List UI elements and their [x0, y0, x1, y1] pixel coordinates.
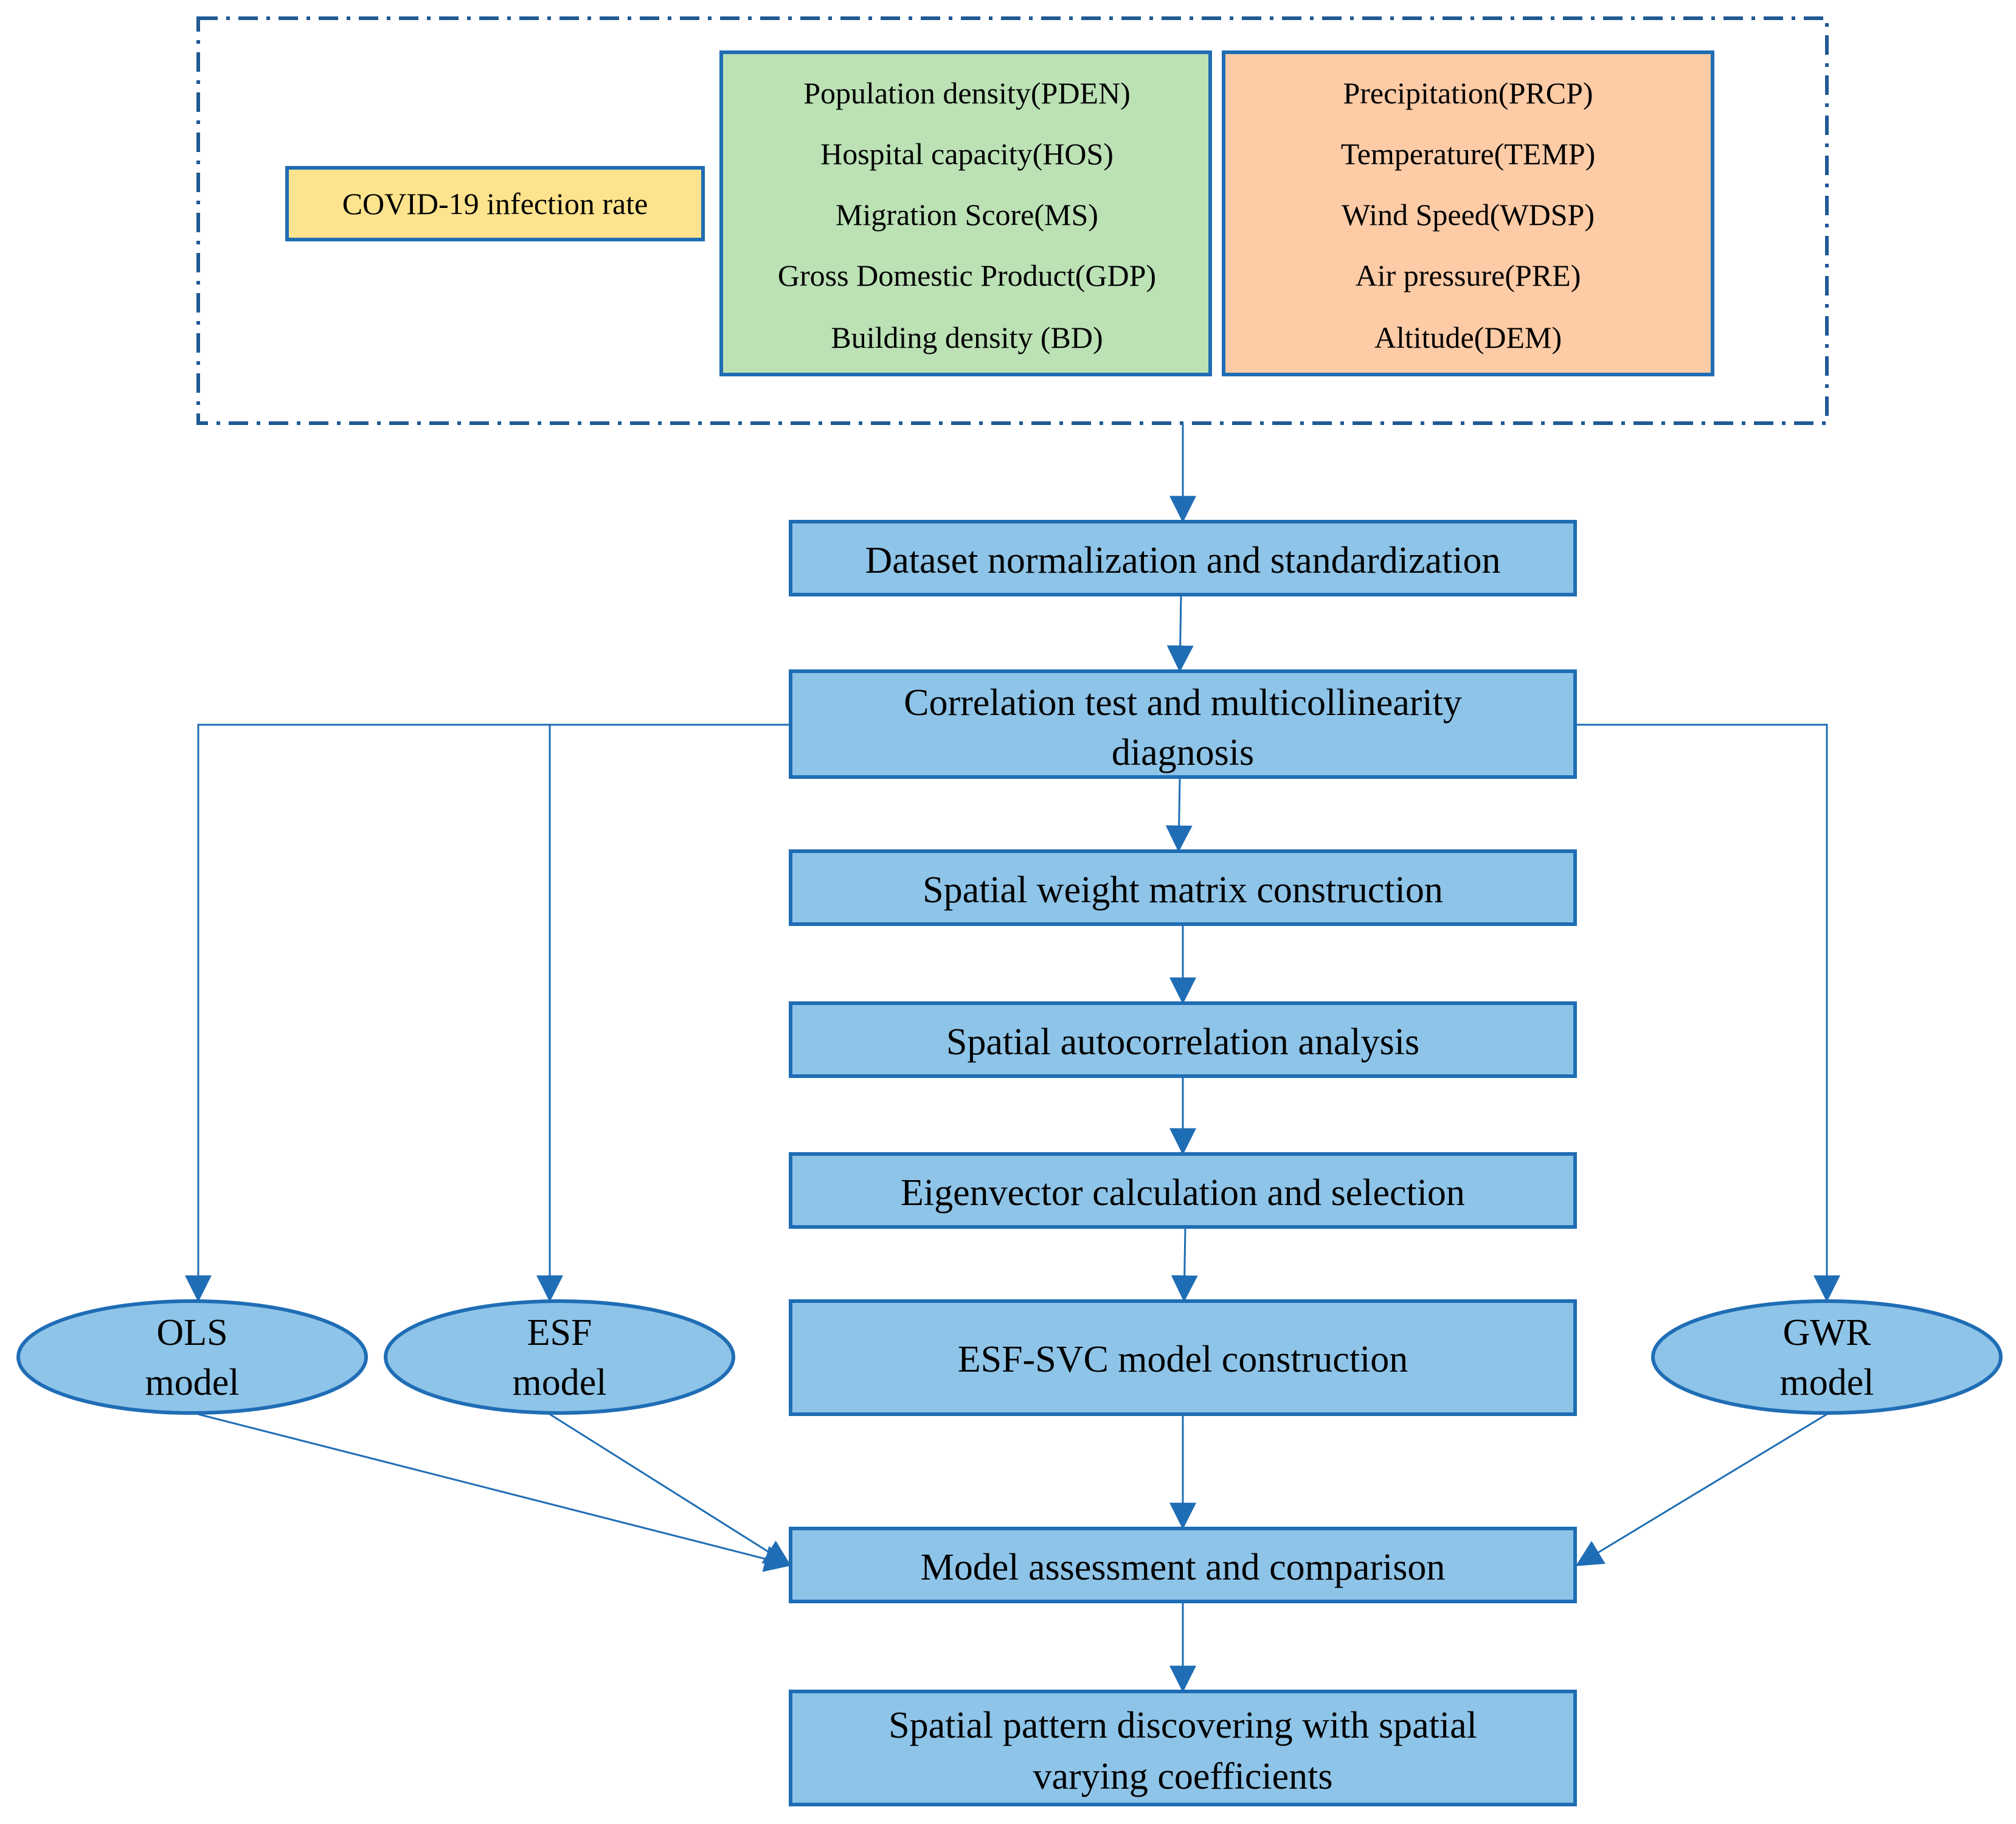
- esf-svc-step: [789, 1299, 1577, 1416]
- ols-model-label-line1: OLS: [156, 1312, 227, 1353]
- variable-pre: Air pressure(PRE): [1356, 258, 1581, 292]
- socioeconomic-variables-box: [719, 50, 1212, 376]
- variable-bd: Building density (BD): [831, 320, 1103, 354]
- gwr-model-label-line2: model: [1780, 1362, 1874, 1403]
- target-variable-label: COVID-19 infection rate: [342, 187, 648, 221]
- arrow-correlation-to-gwr: [1575, 724, 1840, 1302]
- esf-svc-step-label: ESF-SVC model construction: [958, 1339, 1408, 1380]
- variable-dem: Altitude(DEM): [1374, 320, 1562, 354]
- eigenvector-step-label: Eigenvector calculation and selection: [901, 1172, 1465, 1214]
- pattern-step-label-line2: varying coefficients: [1033, 1756, 1333, 1797]
- correlation-step-label-line1: Correlation test and multicollinearity: [904, 682, 1462, 724]
- variable-temp: Temperature(TEMP): [1341, 137, 1596, 171]
- arrow-gwr-to-assessment: [1575, 1413, 1827, 1566]
- arrow-esf-to-assessment: [549, 1413, 792, 1566]
- arrow-ols-to-assessment: [198, 1413, 792, 1572]
- target-variable-box: [285, 166, 705, 241]
- variable-prcp: Precipitation(PRCP): [1343, 76, 1593, 110]
- input-variables-frame: [196, 16, 1829, 425]
- autocorrelation-step-label: Spatial autocorrelation analysis: [946, 1021, 1419, 1063]
- variable-hos: Hospital capacity(HOS): [820, 137, 1114, 171]
- arrow-eigenvector-to-esf-svc: [1171, 1228, 1198, 1302]
- environmental-variables-box: [1222, 50, 1714, 376]
- esf-model-label-line2: model: [513, 1362, 607, 1403]
- assessment-step-label: Model assessment and comparison: [921, 1547, 1446, 1588]
- pattern-step-label-line1: Spatial pattern discovering with spatial: [888, 1705, 1477, 1746]
- correlation-step-label-line2: diagnosis: [1112, 732, 1254, 773]
- esf-model-label-line1: ESF: [527, 1312, 592, 1353]
- weight-matrix-step-label: Spatial weight matrix construction: [923, 869, 1443, 911]
- variable-gdp: Gross Domestic Product(GDP): [778, 258, 1156, 292]
- variable-ms: Migration Score(MS): [836, 198, 1098, 232]
- variable-pden: Population density(PDEN): [803, 76, 1130, 110]
- gwr-model-label-line1: GWR: [1783, 1312, 1871, 1353]
- normalization-step-label: Dataset normalization and standardizatio…: [865, 540, 1500, 581]
- pattern-step: [789, 1690, 1577, 1806]
- variable-wdsp: Wind Speed(WDSP): [1342, 198, 1595, 232]
- arrow-correlation-to-weight-matrix: [1165, 778, 1193, 852]
- assessment-step: [789, 1527, 1577, 1603]
- ols-model-label-line2: model: [145, 1362, 240, 1403]
- arrow-normalization-to-correlation: [1166, 595, 1194, 672]
- arrow-correlation-to-ols: [185, 724, 791, 1302]
